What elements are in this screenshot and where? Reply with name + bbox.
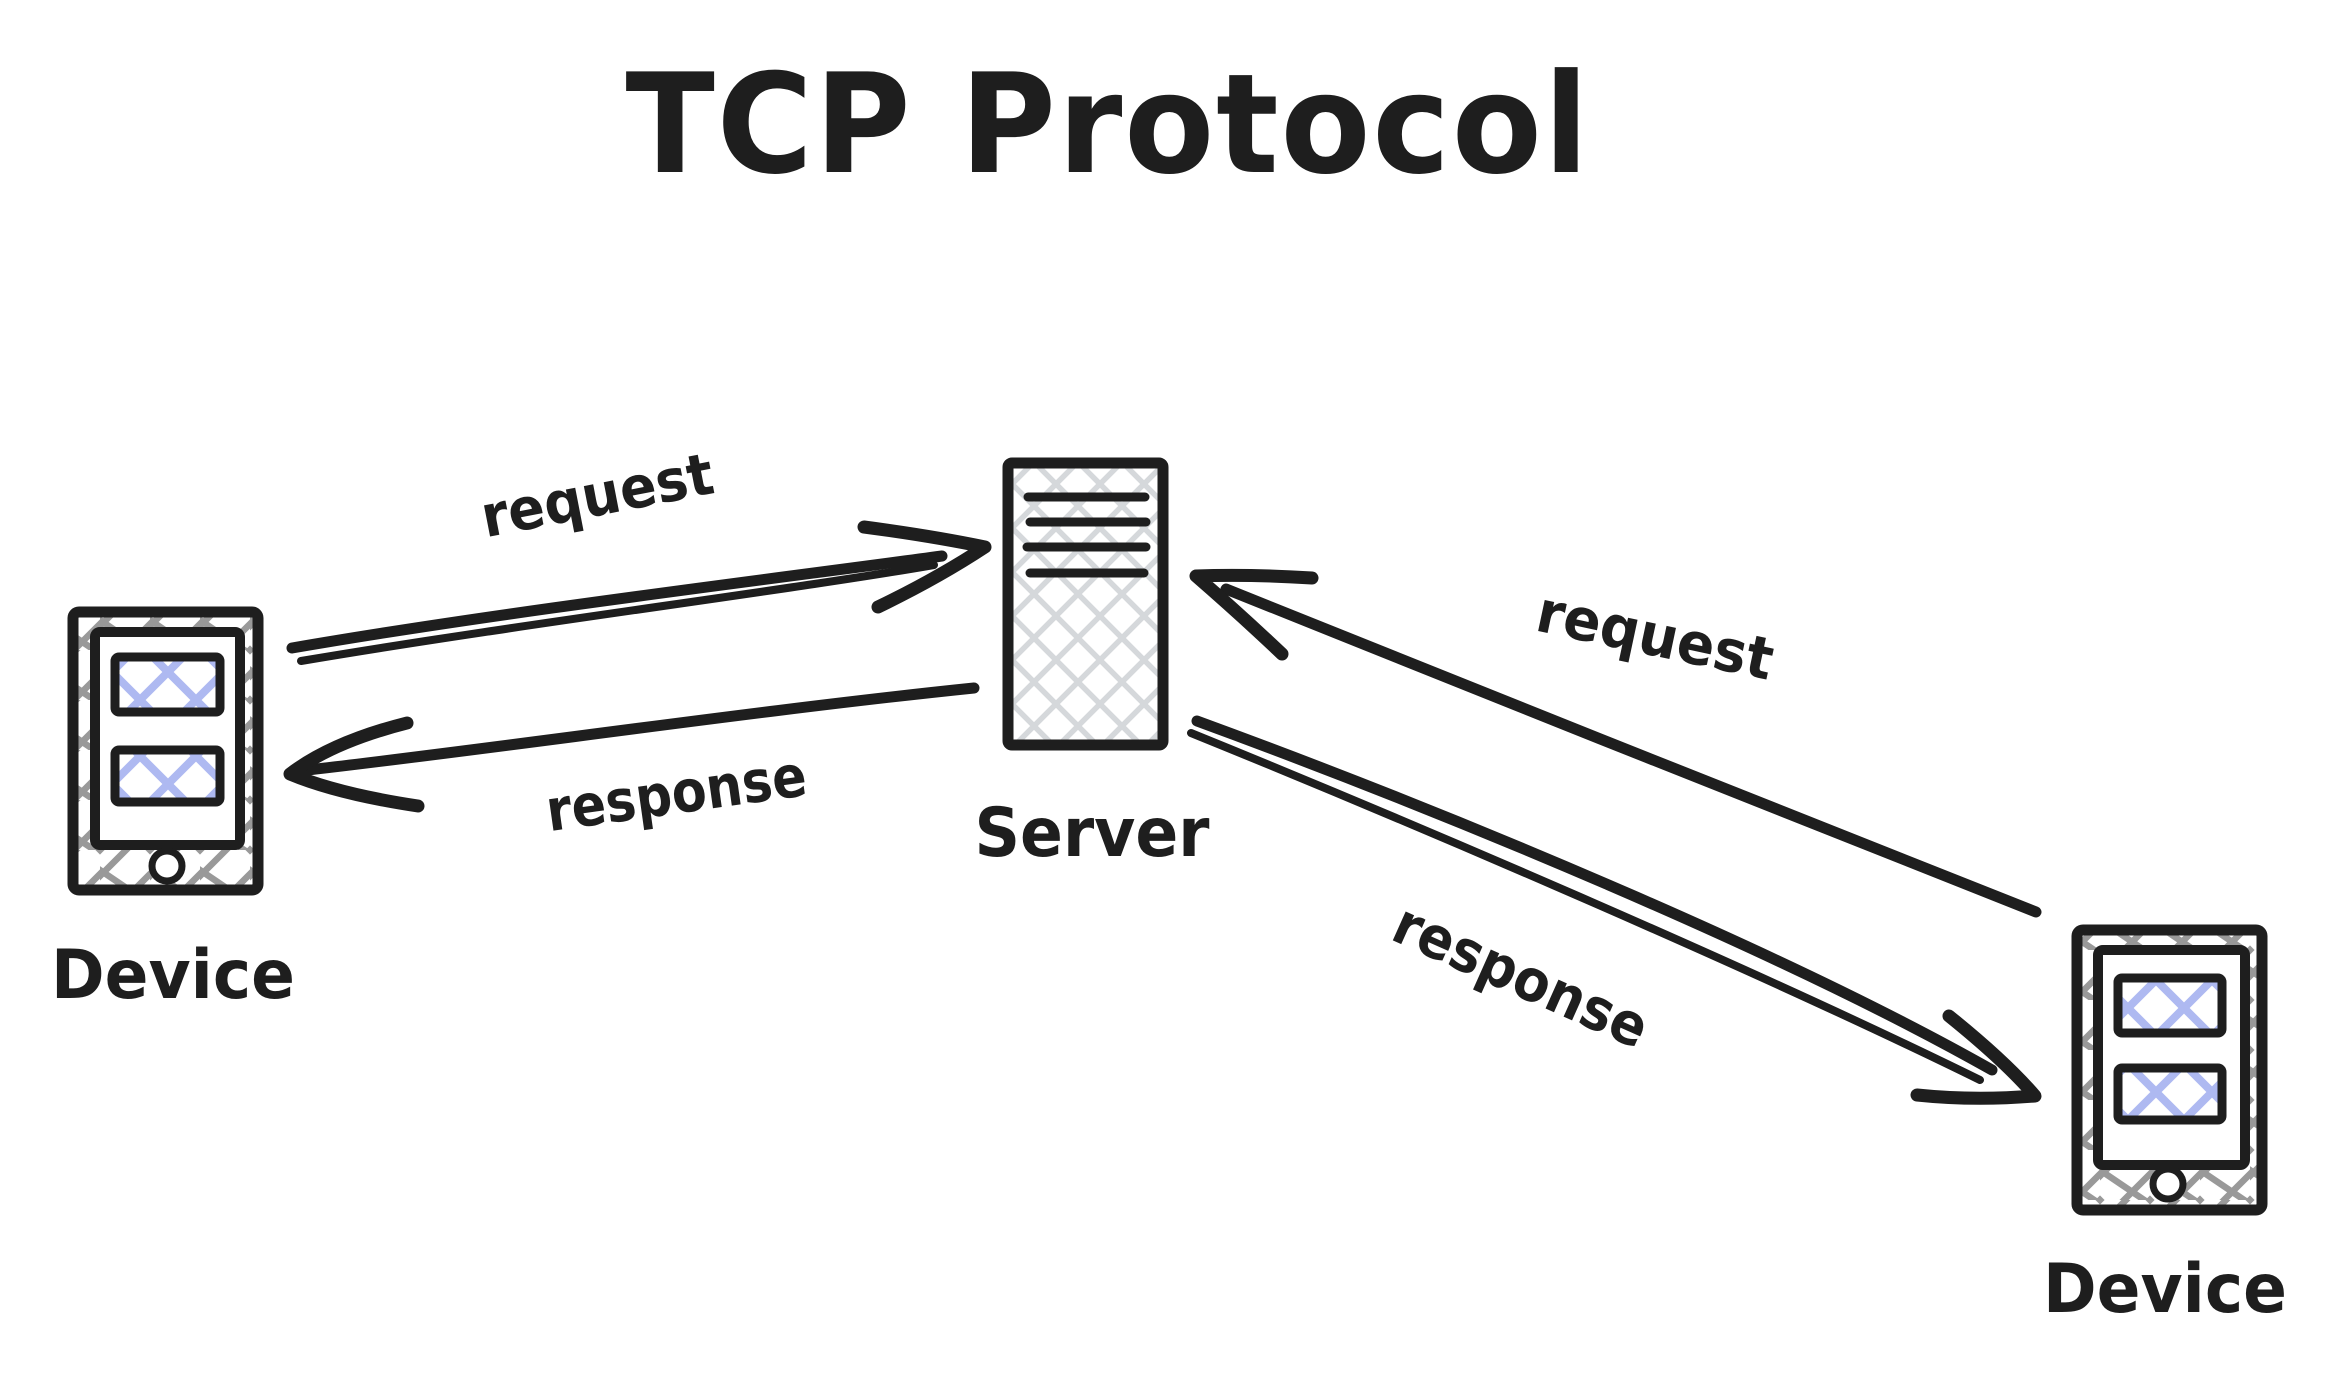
device-left-label: Device: [51, 936, 295, 1015]
server-body: [1002, 457, 1169, 751]
device-right-screen-item-1: [2113, 973, 2227, 1038]
left-response-arrow-shaft: [302, 682, 980, 776]
diagram-title: TCP Protocol: [626, 44, 1591, 205]
right-request-arrow-shaft: [1220, 583, 2042, 918]
left-response-label: response: [542, 741, 811, 845]
left-response-arrowhead-icon: [283, 716, 425, 813]
left-request-arrow: request: [286, 440, 992, 665]
device-right-screen-item-2-hatch: [2118, 1068, 2222, 1120]
device-left-body: [67, 606, 264, 896]
device-left-screen-item-1: [110, 652, 225, 717]
device-left-screen-item-2-hatch: [115, 750, 220, 802]
left-response-arrow: response: [283, 682, 980, 845]
left-request-label: request: [475, 440, 719, 552]
device-left-home-button-icon: [148, 847, 186, 885]
device-right-body: [2071, 924, 2268, 1216]
device-right-screen-item-2: [2113, 1063, 2227, 1125]
left-request-arrowhead-icon: [857, 520, 992, 614]
server-hatch: [1008, 463, 1163, 745]
device-right-group: Device: [2043, 924, 2287, 1329]
server-label: Server: [975, 794, 1210, 873]
device-right-home-button-icon: [2149, 1165, 2187, 1203]
server-group: Server: [975, 457, 1210, 873]
device-left-screen-item-2: [110, 745, 225, 807]
device-right-screen-item-1-hatch: [2118, 978, 2222, 1033]
device-right-label: Device: [2043, 1250, 2287, 1329]
device-left-group: Device: [51, 606, 295, 1015]
left-request-arrow-shaft: [286, 550, 948, 654]
left-request-arrow-shaft-2: [297, 561, 938, 665]
right-response-arrow: response: [1187, 715, 2042, 1105]
right-request-arrow: request: [1189, 568, 2042, 918]
right-response-arrow-shaft: [1191, 715, 1998, 1076]
right-response-arrow-shaft-2: [1187, 729, 1984, 1084]
right-response-arrowhead-icon: [1910, 1009, 2042, 1105]
device-left-screen-item-1-hatch: [115, 657, 220, 712]
right-request-arrowhead-icon: [1189, 568, 1319, 661]
right-request-label: request: [1531, 577, 1780, 693]
